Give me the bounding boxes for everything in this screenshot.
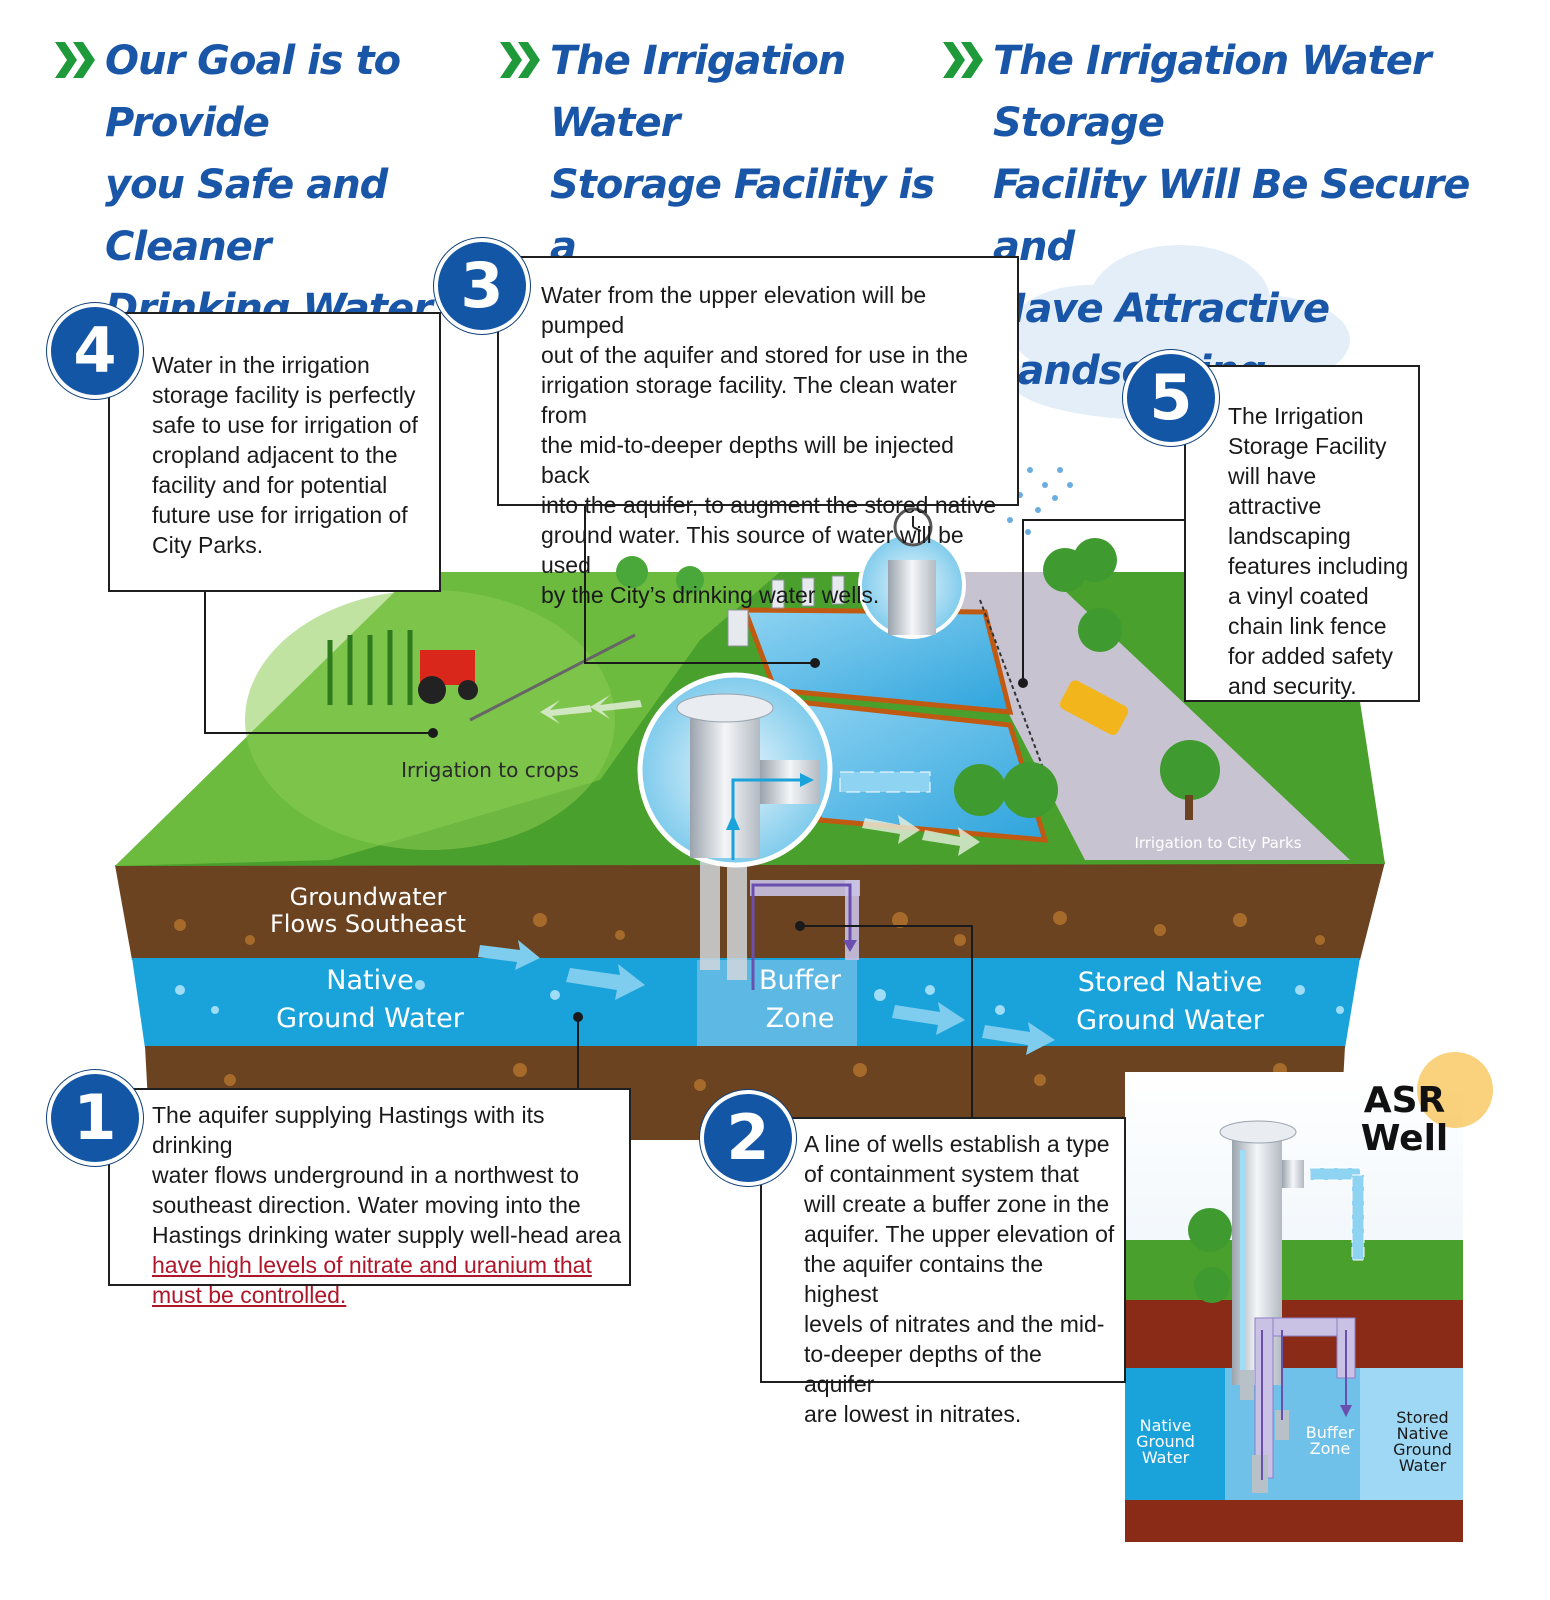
corn-stalks xyxy=(327,630,413,705)
step-badge-5: 5 xyxy=(1123,350,1219,446)
asr-label-buffer: Buffer Zone xyxy=(1305,1423,1355,1458)
callout-text-2: A line of wells establish a type of cont… xyxy=(804,1131,1115,1427)
leader-lines xyxy=(204,505,1185,1118)
step-badge-1: 1 xyxy=(47,1070,143,1166)
double-chevron-icon xyxy=(500,42,540,78)
crop-field xyxy=(245,590,615,850)
callout-step-1: The aquifer supplying Hastings with its … xyxy=(108,1088,631,1308)
asr-inset xyxy=(1125,1052,1493,1542)
asr-label-stored: Stored Native Ground Water xyxy=(1393,1408,1452,1475)
callout-warning-1: have high levels of nitrate and uranium … xyxy=(152,1252,592,1308)
goal-heading-text-3: The Irrigation Water Storage Facility Wi… xyxy=(993,38,1470,394)
goal-heading-1: Our Goal is to Provide you Safe and Clea… xyxy=(55,30,505,340)
callout-text-4: Water in the irrigation storage facility… xyxy=(152,352,418,558)
label-irrigation-crops: Irrigation to crops xyxy=(401,758,579,782)
callout-text-1: The aquifer supplying Hastings with its … xyxy=(152,1102,622,1248)
leader-dots xyxy=(428,658,1028,1022)
label-groundwater-flow: Groundwater Flows Southeast xyxy=(269,883,467,938)
callout-text-5: The Irrigation Storage Facility will hav… xyxy=(1228,403,1409,699)
goal-heading-text-1: Our Goal is to Provide you Safe and Clea… xyxy=(105,38,433,332)
well-magnifier xyxy=(637,672,931,868)
pivot-irrigator xyxy=(469,633,636,722)
callout-step-3: Water from the upper elevation will be p… xyxy=(497,256,1019,608)
well-heads xyxy=(727,575,845,647)
asr-label-native: Native Ground Water xyxy=(1136,1416,1195,1467)
step-badge-2: 2 xyxy=(700,1090,796,1186)
goal-heading-3: The Irrigation Water Storage Facility Wi… xyxy=(943,30,1523,402)
label-stored-native-ground-water: Stored Native Ground Water xyxy=(1076,967,1264,1036)
gauge-magnifier xyxy=(858,507,966,639)
road xyxy=(935,572,1350,860)
aquifer-bubbles xyxy=(175,980,1344,1015)
callout-step-5: The Irrigation Storage Facility will hav… xyxy=(1184,365,1420,702)
callout-text-3: Water from the upper elevation will be p… xyxy=(541,282,997,608)
buffer-zone-area xyxy=(697,960,857,1046)
injection-line xyxy=(751,883,852,990)
double-chevron-icon xyxy=(55,42,95,78)
callout-step-2: A line of wells establish a type of cont… xyxy=(760,1117,1126,1427)
step-badge-4: 4 xyxy=(47,303,143,399)
double-chevron-icon xyxy=(943,42,983,78)
label-irrigation-parks: Irrigation to City Parks xyxy=(1134,834,1302,852)
trees xyxy=(616,538,1220,820)
asr-well-title: ASR Well xyxy=(1360,1080,1449,1159)
tractor xyxy=(418,650,478,704)
bus xyxy=(1059,680,1129,735)
step-badge-3: 3 xyxy=(434,238,530,334)
flow-arrows xyxy=(478,940,1055,1055)
callout-step-4: Water in the irrigation storage facility… xyxy=(108,312,441,592)
label-buffer-zone: Buffer Zone xyxy=(759,965,841,1034)
upper-soil-layer xyxy=(115,862,1385,960)
irrigation-arrows xyxy=(540,695,980,856)
label-native-ground-water: Native Ground Water xyxy=(276,965,464,1034)
